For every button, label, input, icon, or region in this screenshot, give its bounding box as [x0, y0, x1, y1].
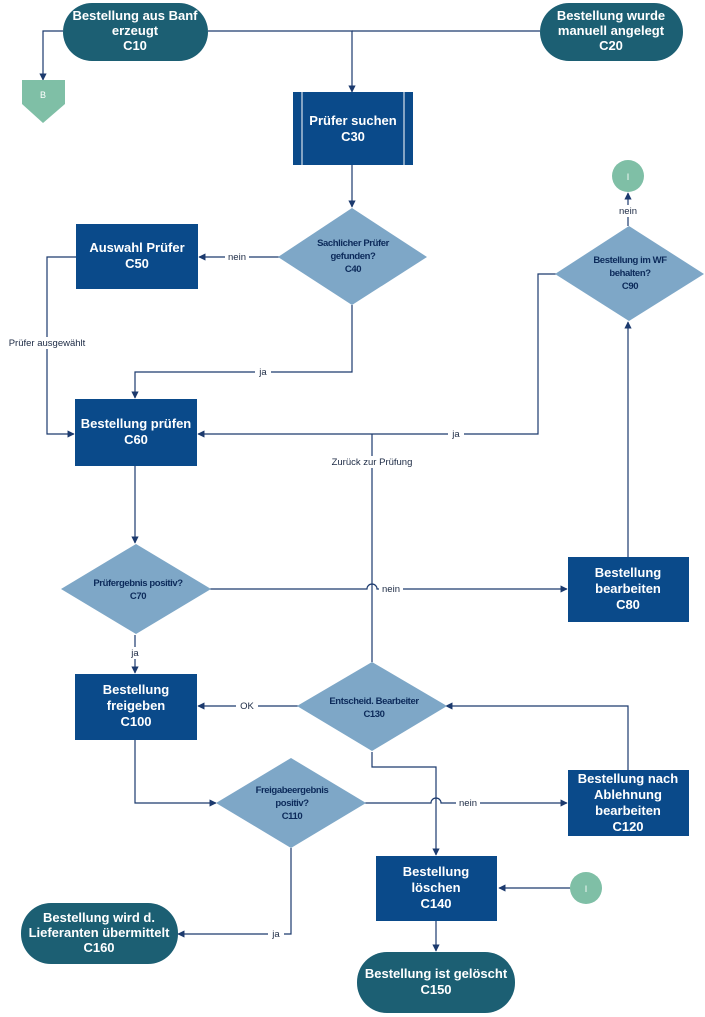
c30-line2: C30 — [341, 129, 365, 144]
edge-c110-c120 — [365, 797, 568, 807]
offpage-b-label: B — [40, 90, 46, 100]
label-c70-ja: ja — [130, 648, 139, 659]
label-zurueck: Zurück zur Prüfung — [332, 457, 413, 468]
c100-line1: Bestellung — [103, 682, 170, 697]
c20-line1: Bestellung wurde — [557, 8, 665, 23]
c30-line1: Prüfer suchen — [309, 113, 396, 128]
node-c120: Bestellung nach Ablehnung bearbeiten C12… — [568, 770, 689, 836]
edges — [39, 30, 632, 952]
c160-line1: Bestellung wird d. — [43, 910, 155, 925]
c160-line3: C160 — [83, 940, 114, 955]
c140-line2: löschen — [411, 880, 460, 895]
c80-line2: bearbeiten — [595, 581, 661, 596]
edge-c110-c160 — [177, 848, 292, 938]
c50-line2: C50 — [125, 256, 149, 271]
node-c150: Bestellung ist gelöscht C150 — [357, 952, 515, 1013]
edge-c40-c60 — [131, 305, 353, 399]
connector-bottom-label: I — [585, 884, 588, 894]
node-c160: Bestellung wird d. Lieferanten übermitte… — [21, 903, 178, 964]
c150-line2: C150 — [420, 982, 451, 997]
edge-c130-c140 — [371, 752, 440, 856]
edge-c120-c130 — [445, 702, 629, 770]
node-c90: Bestellung im WF behalten? C90 — [555, 226, 704, 321]
c70-line2: C70 — [130, 591, 146, 602]
node-c30: Prüfer suchen C30 — [293, 92, 413, 165]
c40-line1: Sachlicher Prüfer — [317, 238, 390, 249]
offpage-connector-b: B — [22, 80, 65, 123]
c120-line2: Ablehnung — [594, 787, 662, 802]
connector-bottom: I — [570, 872, 602, 904]
c110-line2: positiv? — [275, 798, 309, 809]
c140-line3: C140 — [420, 896, 451, 911]
connector-top: I — [612, 160, 644, 192]
c110-line1: Freigabeergebnis — [256, 785, 329, 796]
c40-line2: gefunden? — [331, 251, 377, 262]
edge-c10-b — [39, 30, 63, 81]
c130-line2: C130 — [363, 709, 384, 720]
node-c110: Freigabeergebnis positiv? C110 — [216, 758, 366, 848]
node-c50: Auswahl Prüfer C50 — [76, 224, 198, 289]
c80-line3: C80 — [616, 597, 640, 612]
edge-c100-c110 — [134, 740, 217, 807]
label-c130-ok: OK — [240, 701, 254, 712]
c90-line3: C90 — [622, 281, 638, 292]
node-c70: Prüfergebnis positiv? C70 — [61, 544, 211, 634]
c70-line1: Prüfergebnis positiv? — [93, 578, 183, 589]
node-c130: Entscheid. Bearbeiter C130 — [297, 662, 447, 751]
label-c40-nein: nein — [228, 252, 246, 263]
node-c100: Bestellung freigeben C100 — [75, 674, 197, 740]
c150-line1: Bestellung ist gelöscht — [365, 966, 508, 981]
c110-line3: C110 — [282, 811, 303, 822]
c80-line1: Bestellung — [595, 565, 662, 580]
c100-line2: freigeben — [107, 698, 166, 713]
edge-c90-c60 — [197, 273, 556, 438]
label-c110-ja: ja — [271, 929, 280, 940]
c50-line1: Auswahl Prüfer — [89, 240, 184, 255]
c60-line1: Bestellung prüfen — [81, 416, 192, 431]
label-c110-nein: nein — [459, 798, 477, 809]
c90-line2: behalten? — [609, 268, 651, 279]
connector-top-label: I — [627, 172, 630, 182]
label-c90-nein: nein — [619, 206, 637, 217]
c160-line2: Lieferanten übermittelt — [29, 925, 171, 940]
label-c70-nein: nein — [382, 584, 400, 595]
c120-line4: C120 — [612, 819, 643, 834]
node-c10: Bestellung aus Banf erzeugt C10 — [63, 3, 208, 61]
label-pruefer-ausgewaehlt: Prüfer ausgewählt — [9, 338, 86, 349]
c120-line3: bearbeiten — [595, 803, 661, 818]
c120-line1: Bestellung nach — [578, 771, 678, 786]
c90-line1: Bestellung im WF — [593, 255, 667, 266]
node-c60: Bestellung prüfen C60 — [75, 399, 197, 466]
c40-line3: C40 — [345, 264, 361, 275]
c10-line2: erzeugt — [112, 23, 159, 38]
node-c40: Sachlicher Prüfer gefunden? C40 — [278, 208, 427, 305]
label-c40-ja: ja — [258, 367, 267, 378]
c20-line2: manuell angelegt — [558, 23, 665, 38]
edge-labels: nein ja Prüfer ausgewählt ja nein Zurück… — [4, 205, 640, 940]
c20-line3: C20 — [599, 38, 623, 53]
node-c140: Bestellung löschen C140 — [376, 856, 497, 921]
edge-c10-c30 — [208, 30, 356, 93]
node-c80: Bestellung bearbeiten C80 — [568, 557, 689, 622]
label-c90-ja: ja — [451, 429, 460, 440]
c60-line2: C60 — [124, 432, 148, 447]
c130-line1: Entscheid. Bearbeiter — [329, 696, 419, 707]
c100-line3: C100 — [120, 714, 151, 729]
c10-line1: Bestellung aus Banf — [73, 8, 199, 23]
node-c20: Bestellung wurde manuell angelegt C20 — [540, 3, 683, 61]
c10-line3: C10 — [123, 38, 147, 53]
c140-line1: Bestellung — [403, 864, 470, 879]
